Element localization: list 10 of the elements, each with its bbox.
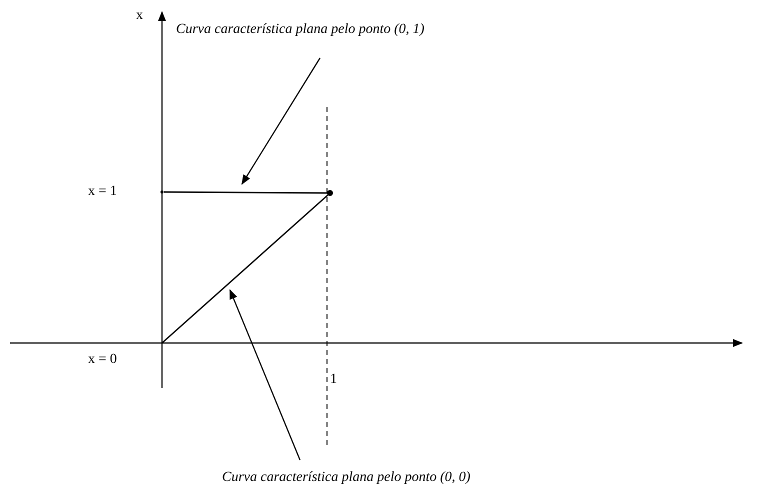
curve-caption: Curva característica plana pelo ponto (0, 1) — [176, 22, 424, 38]
leader-arrow — [241, 58, 321, 185]
tick-label: x = 1 — [88, 184, 117, 200]
characteristic-line — [164, 191, 328, 194]
curve-caption: Curva característica plana pelo ponto (0, 0) — [222, 470, 470, 486]
tick-label: x = 0 — [88, 352, 117, 368]
axis-label: x — [136, 8, 143, 24]
characteristic-line — [162, 193, 330, 344]
leader-arrow — [229, 289, 301, 460]
tick-label: 1 — [330, 372, 337, 388]
